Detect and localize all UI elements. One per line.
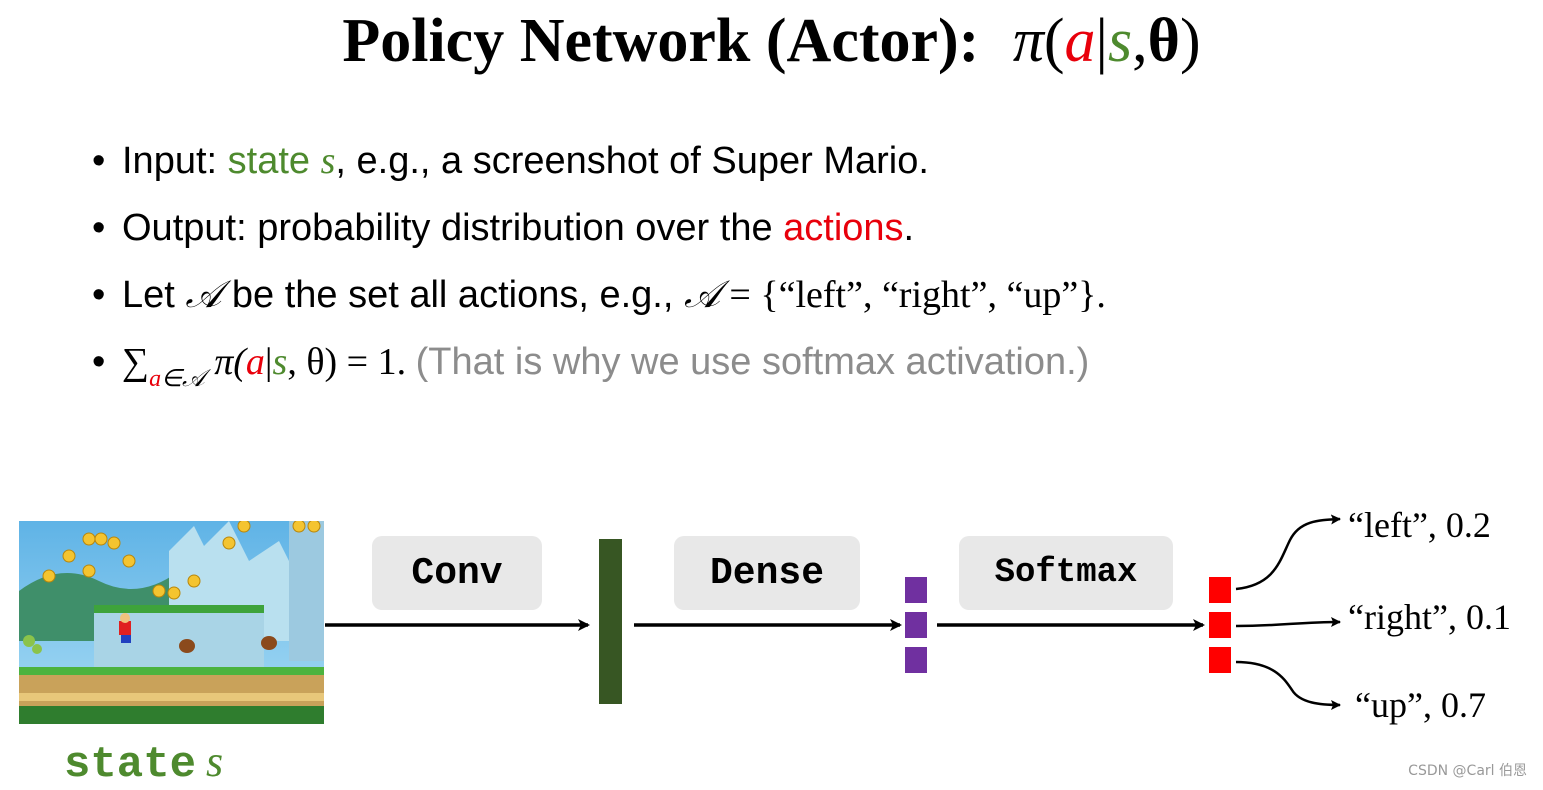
output-label-left: “left”, 0.2 bbox=[1348, 505, 1491, 545]
arrow-to-up bbox=[1235, 660, 1341, 710]
watermark: CSDN @Carl 伯恩 bbox=[1408, 763, 1527, 779]
dense-unit-1 bbox=[905, 577, 927, 603]
mario-scene-image bbox=[19, 521, 324, 724]
output-label-right: “right”, 0.1 bbox=[1348, 597, 1511, 637]
arrow-to-left bbox=[1235, 514, 1341, 591]
policy-formula: π(a|s,θ) bbox=[1012, 7, 1201, 75]
dense-unit-2 bbox=[905, 612, 927, 638]
bullet-action-set: •Let 𝒜 be the set all actions, e.g., 𝒜 =… bbox=[92, 274, 1106, 316]
bullet-output: •Output: probability distribution over t… bbox=[92, 207, 915, 249]
softmax-output-left bbox=[1209, 577, 1231, 603]
bullet-list: •Input: state s, e.g., a screenshot of S… bbox=[92, 132, 1106, 400]
bullet-sum: •∑a∈𝒜 π(a|s, θ) = 1. (That is why we use… bbox=[92, 341, 1090, 392]
slide-title: Policy Network (Actor): π(a|s,θ) bbox=[0, 6, 1543, 77]
conv-layer-label: Conv bbox=[372, 536, 542, 610]
arrow-to-right bbox=[1235, 617, 1341, 628]
conv-feature-bar bbox=[599, 539, 622, 704]
softmax-output-up bbox=[1209, 647, 1231, 673]
super-mario-screenshot bbox=[19, 521, 324, 724]
output-label-up: “up”, 0.7 bbox=[1355, 685, 1486, 725]
title-text: Policy Network (Actor): bbox=[342, 7, 980, 75]
dense-layer-label: Dense bbox=[674, 536, 860, 610]
dense-unit-3 bbox=[905, 647, 927, 673]
softmax-layer-label: Softmax bbox=[959, 536, 1173, 610]
bullet-input: •Input: state s, e.g., a screenshot of S… bbox=[92, 140, 929, 182]
softmax-output-right bbox=[1209, 612, 1231, 638]
